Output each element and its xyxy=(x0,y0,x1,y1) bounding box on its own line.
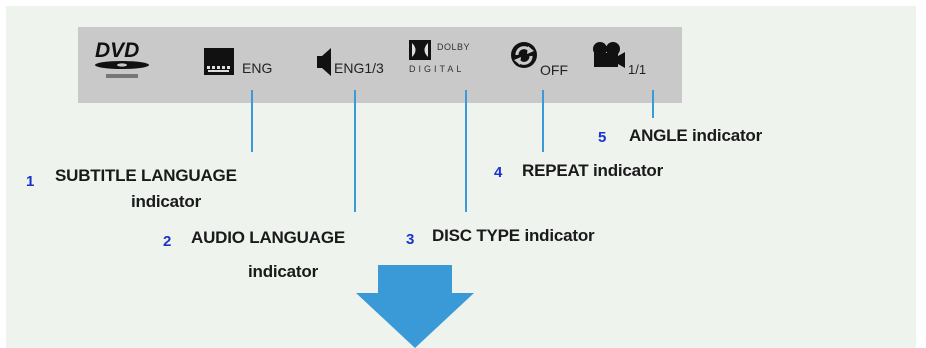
angle-leader-line xyxy=(652,90,654,118)
subtitle-value: ENG xyxy=(242,60,273,76)
callout-1-label: SUBTITLE LANGUAGE xyxy=(55,166,237,185)
callout-1-label-line2: indicator xyxy=(131,192,201,211)
repeat-leader-line xyxy=(542,90,544,152)
subtitle-leader-line xyxy=(251,90,253,152)
callout-5-number: 5 xyxy=(598,129,607,146)
down-arrow-icon xyxy=(356,265,474,348)
callout-2-number: 2 xyxy=(163,233,172,250)
callout-3-label: DISC TYPE indicator xyxy=(432,226,595,245)
callout-2-label: AUDIO LANGUAGE xyxy=(191,228,345,247)
dvd-logo-text: DVD xyxy=(95,39,139,62)
callout-5-label: ANGLE indicator xyxy=(629,126,763,145)
audio-value: ENG1/3 xyxy=(334,60,384,76)
audio-leader-line xyxy=(354,90,356,212)
subtitle-icon xyxy=(204,48,234,75)
callout-3-number: 3 xyxy=(406,231,415,248)
dolby-icon xyxy=(409,40,431,60)
osd-bar: DVD ENG ENG1/3 DOLBY DIGITAL OFF xyxy=(78,27,682,103)
dolby-top-text: DOLBY xyxy=(437,42,471,52)
repeat-icon xyxy=(511,42,537,68)
dolby-bottom-text: DIGITAL xyxy=(409,64,465,74)
callout-1-number: 1 xyxy=(26,173,35,190)
speaker-icon xyxy=(317,48,331,76)
angle-value: 1/1 xyxy=(628,62,647,77)
disc-type-leader-line xyxy=(465,90,467,212)
callout-4-number: 4 xyxy=(494,164,503,181)
repeat-value: OFF xyxy=(540,62,568,78)
dvd-logo-icon: DVD xyxy=(95,39,149,78)
callout-4-label: REPEAT indicator xyxy=(522,161,664,180)
camera-icon xyxy=(593,42,625,68)
callout-2-label-line2: indicator xyxy=(248,262,318,281)
